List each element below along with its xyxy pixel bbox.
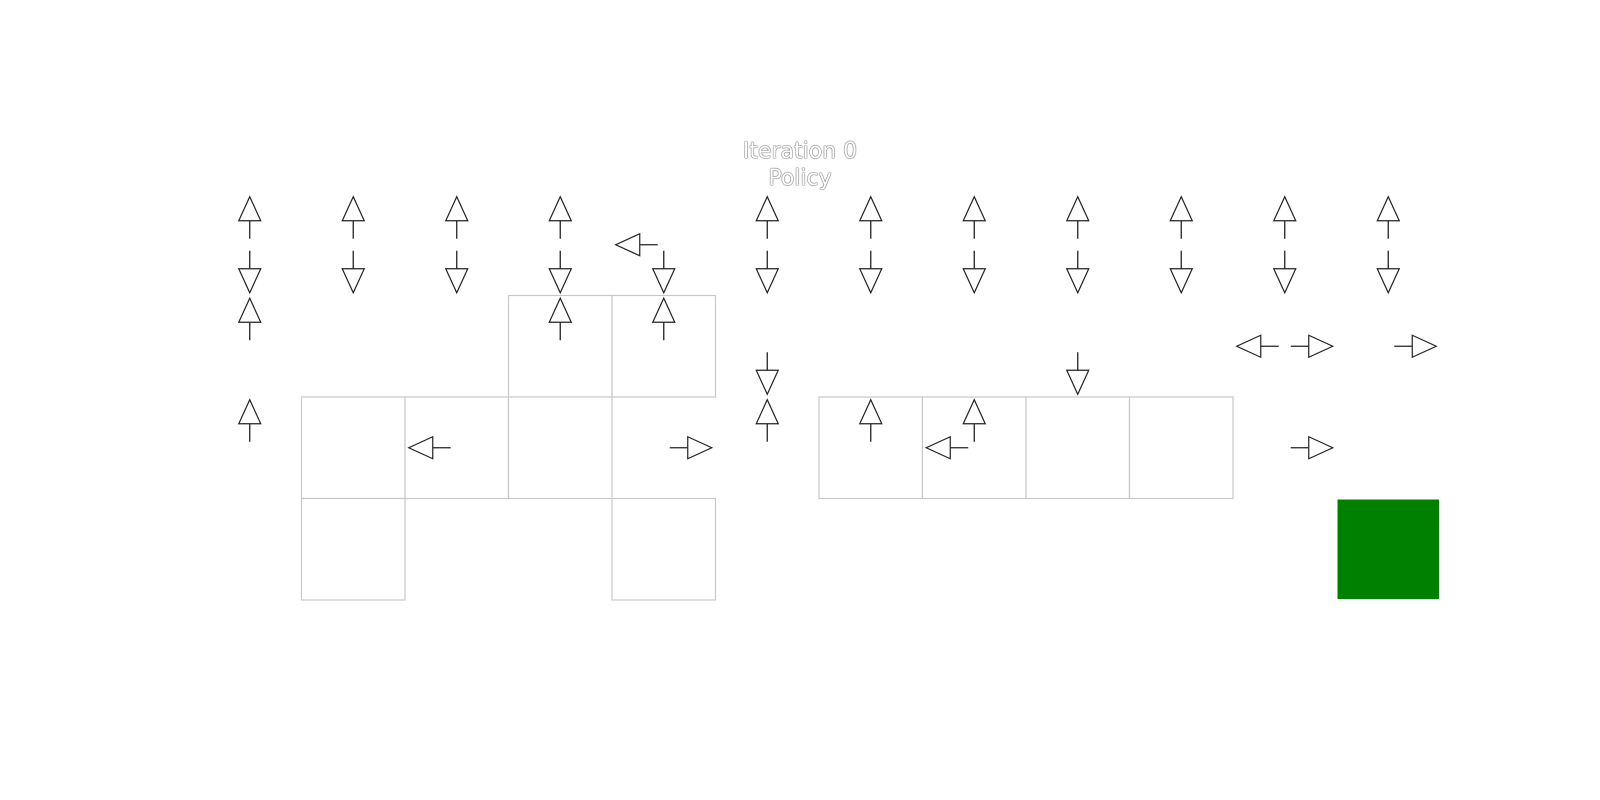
arrow-head (1065, 195, 1090, 222)
up-arrow-icon (237, 296, 262, 341)
arrow-head (1308, 435, 1335, 460)
up-arrow-icon (237, 195, 262, 239)
wall-cell (300, 396, 406, 500)
arrow-head (755, 369, 780, 396)
down-arrow-icon (1065, 352, 1090, 396)
arrow-head (858, 268, 883, 295)
up-arrow-icon (651, 296, 676, 341)
arrow-head (1065, 369, 1090, 396)
up-arrow-icon (237, 398, 262, 442)
arrow-head (651, 296, 676, 323)
arrow-head (755, 195, 780, 222)
arrow-head (1376, 195, 1401, 222)
arrow-head (1272, 195, 1297, 222)
up-arrow-icon (444, 195, 469, 239)
wall-cell (611, 497, 717, 601)
arrow-head (548, 296, 573, 323)
up-arrow-icon (755, 398, 780, 442)
down-arrow-icon (1376, 250, 1401, 295)
down-arrow-icon (962, 250, 987, 295)
arrow-head (237, 398, 262, 425)
up-arrow-icon (755, 195, 780, 239)
arrow-head (444, 268, 469, 295)
right-arrow-icon (1394, 334, 1438, 359)
up-arrow-icon (858, 195, 883, 239)
goal-cell (1337, 499, 1439, 599)
down-arrow-icon (651, 250, 676, 295)
arrow-head (687, 435, 714, 460)
arrow-head (1169, 195, 1194, 222)
chart-title: Iteration 0 Policy (0, 138, 1600, 192)
up-arrow-icon (858, 398, 883, 442)
arrow-head (858, 195, 883, 222)
arrow-head (1065, 268, 1090, 295)
left-arrow-icon (614, 232, 658, 257)
arrow-head (407, 435, 434, 460)
arrow-head (651, 268, 676, 295)
down-arrow-icon (858, 250, 883, 295)
title-policy: Policy (768, 166, 832, 191)
up-arrow-icon (1376, 195, 1401, 239)
wall-cell (507, 396, 613, 500)
arrow-head (548, 268, 573, 295)
down-arrow-icon (755, 352, 780, 396)
right-arrow-icon (1290, 435, 1335, 460)
arrows-layer (237, 195, 1438, 460)
arrow-head (962, 398, 987, 425)
arrow-head (1308, 334, 1335, 359)
walls-layer (300, 294, 1234, 601)
down-arrow-icon (237, 250, 262, 295)
left-arrow-icon (407, 435, 451, 460)
arrow-head (237, 195, 262, 222)
arrow-head (858, 398, 883, 425)
arrow-head (341, 195, 366, 222)
arrow-head (341, 268, 366, 295)
up-arrow-icon (1169, 195, 1194, 239)
arrow-head (237, 268, 262, 295)
arrow-head (237, 296, 262, 323)
down-arrow-icon (548, 250, 573, 295)
arrow-head (614, 232, 641, 257)
right-arrow-icon (1290, 334, 1335, 359)
arrow-head (924, 435, 951, 460)
arrow-head (1235, 334, 1262, 359)
arrow-head (755, 398, 780, 425)
down-arrow-icon (1169, 250, 1194, 295)
arrow-head (444, 195, 469, 222)
wall-cell (300, 497, 406, 601)
up-arrow-icon (962, 195, 987, 239)
up-arrow-icon (548, 195, 573, 239)
arrow-head (548, 195, 573, 222)
up-arrow-icon (1065, 195, 1090, 239)
arrow-head (1411, 334, 1438, 359)
up-arrow-icon (548, 296, 573, 341)
arrow-head (1169, 268, 1194, 295)
goal-layer (1337, 499, 1439, 599)
up-arrow-icon (962, 398, 987, 442)
arrow-head (962, 195, 987, 222)
down-arrow-icon (341, 250, 366, 295)
left-arrow-icon (1235, 334, 1279, 359)
up-arrow-icon (1272, 195, 1297, 239)
down-arrow-icon (755, 250, 780, 295)
up-arrow-icon (341, 195, 366, 239)
down-arrow-icon (1065, 250, 1090, 295)
arrow-head (1376, 268, 1401, 295)
right-arrow-icon (669, 435, 714, 460)
arrow-head (962, 268, 987, 295)
wall-cell (1128, 396, 1234, 500)
title-iteration: Iteration 0 (742, 139, 858, 164)
left-arrow-icon (924, 435, 969, 460)
wall-cell (1025, 396, 1131, 500)
down-arrow-icon (1272, 250, 1297, 295)
down-arrow-icon (444, 250, 469, 295)
arrow-head (1272, 268, 1297, 295)
arrow-head (755, 268, 780, 295)
